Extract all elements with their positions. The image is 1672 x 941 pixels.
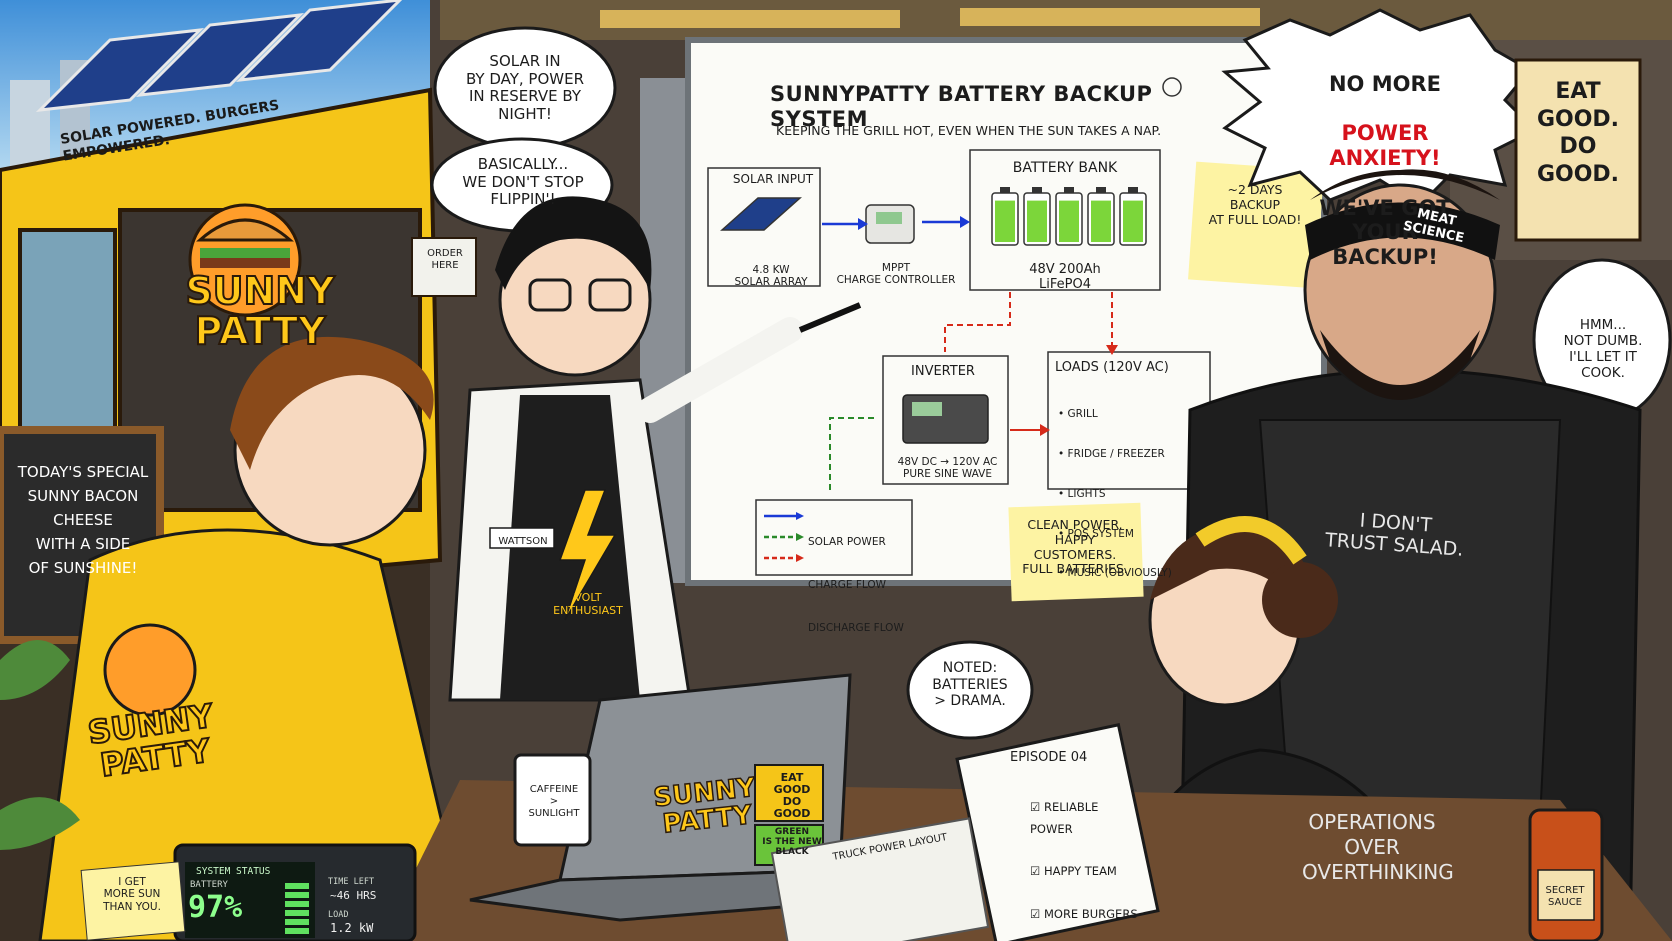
status-battery-bars (285, 883, 309, 934)
legend-lines (764, 512, 804, 562)
whiteboard-title: SUNNYPATTY BATTERY BACKUP SYSTEM (770, 82, 1153, 131)
legend: SOLAR POWER CHARGE FLOW DISCHARGE FLOW (808, 510, 938, 661)
battery-bank-label: BATTERY BANK (1012, 160, 1118, 176)
wattson-bubble-1-text: SOLAR IN BY DAY, POWER IN RESERVE BY NIG… (465, 52, 585, 124)
exclamation-burst (1221, 8, 1538, 207)
status-bar-segment (285, 928, 309, 934)
sauce-label: SECRET SAUCE (1545, 885, 1585, 908)
legend-item-charge: CHARGE FLOW (808, 578, 886, 591)
laptop-sticker-green: GREEN IS THE NEW BLACK (762, 827, 822, 857)
chalkboard-text: TODAY'S SPECIAL SUNNY BACON CHEESE WITH … (17, 463, 149, 577)
battery-cell-terminal (1096, 187, 1106, 193)
battery-cell-terminal (1128, 187, 1138, 193)
load-item: • MUSIC (OBVIOUSLY) (1058, 567, 1172, 580)
solar-input-label: SOLAR INPUT (732, 172, 814, 186)
noted-bubble-text: NOTED: BATTERIES > DRAMA. (932, 660, 1008, 710)
load-item: • FRIDGE / FREEZER (1058, 447, 1165, 460)
ops-shirt-text: OPERATIONS OVER OVERTHINKING (1302, 810, 1454, 884)
battery-caption: 48V 200Ah LiFePO4 (1029, 262, 1101, 293)
sticky-note-sun (80, 861, 186, 941)
sun-doodle-icon (1162, 77, 1182, 97)
status-bar-segment (285, 919, 309, 925)
battery-cell-terminal (1032, 187, 1042, 193)
load-item: • GRILL (1058, 407, 1098, 420)
battery-bank-box (969, 149, 1161, 291)
loads-label: LOADS (120V AC) (1055, 360, 1169, 375)
order-here-sign: ORDER HERE (427, 248, 463, 271)
sticky-backup-text: ~2 DAYS BACKUP AT FULL LOAD! (1208, 182, 1302, 227)
wall-sign (1514, 58, 1642, 242)
load-item: • POS SYSTEM (1058, 527, 1134, 540)
status-bar-segment (285, 892, 309, 898)
checklist-item: ☑ HAPPY TEAM (1030, 864, 1117, 879)
checklist-item: ☑ MORE BURGERS (1030, 906, 1138, 921)
legend-item-discharge: DISCHARGE FLOW (808, 621, 904, 634)
status-battery-pct: 97% (188, 890, 243, 925)
burst-line-2: WE'VE GOT YOUR BACKUP! (1319, 195, 1451, 270)
status-time-left: ~46 HRS (330, 889, 377, 902)
name-tag: WATTSON (498, 536, 548, 547)
status-load: 1.2 kW (330, 921, 374, 935)
battery-cell-terminal (1064, 187, 1074, 193)
solar-panel-icon (720, 197, 802, 231)
truck-solar-panels (35, 0, 403, 112)
chef-bubble-text: HMM... NOT DUMB. I'LL LET IT COOK. (1563, 317, 1643, 381)
mppt-caption: MPPT CHARGE CONTROLLER (836, 262, 956, 287)
battery-cells (991, 187, 1147, 246)
wattson-bubble-2-text: BASICALLY... WE DON'T STOP FLIPPIN'! (462, 155, 584, 209)
burst-line-red: POWER ANXIETY! (1329, 121, 1441, 171)
legend-arrowhead (796, 554, 804, 562)
inverter-box (882, 355, 1009, 485)
solar-array-caption: 4.8 kW SOLAR ARRAY (734, 264, 808, 289)
battery-cell-fill (1059, 200, 1079, 242)
status-bar-segment (285, 883, 309, 889)
notebook-title: EPISODE 04 (1010, 750, 1088, 765)
battery-cell-fill (1123, 200, 1143, 242)
notebook-checklist: ☑ RELIABLE POWER ☑ HAPPY TEAM ☑ MORE BUR… (1030, 776, 1140, 941)
status-load-label: LOAD (328, 910, 349, 920)
sticky-note-clean (1008, 502, 1144, 602)
speech-bubble-noted (906, 640, 1034, 740)
character-wattson (448, 196, 862, 702)
sticky-note-backup (1188, 161, 1324, 289)
burst-line-1: NO MORE (1328, 71, 1441, 96)
status-time-left-label: TIME LEFT (328, 877, 375, 887)
legend-item-solar: SOLAR POWER (808, 535, 886, 548)
sticky-clean-text: CLEAN POWER. HAPPY CUSTOMERS. FULL BATTE… (1022, 517, 1128, 577)
sun-note-text: I GET MORE SUN THAN YOU. (103, 876, 161, 913)
loads-list: • GRILL • FRIDGE / FREEZER • LIGHTS • PO… (1058, 385, 1218, 604)
shirt-text: VOLT ENTHUSIAST (553, 591, 623, 617)
status-bar-segment (285, 910, 309, 916)
status-title: SYSTEM STATUS (196, 866, 271, 877)
plant (0, 640, 70, 700)
notebook (955, 723, 1160, 941)
inverter-caption: 48V DC → 120V AC PURE SINE WAVE (897, 456, 998, 481)
inverter-label: INVERTER (911, 364, 975, 379)
wall-sign-text: EAT GOOD. DO GOOD. (1536, 79, 1620, 187)
checklist-item: ☑ RELIABLE POWER (1030, 800, 1099, 836)
load-item: • LIGHTS (1058, 487, 1106, 500)
truck-power-layout-paper (770, 817, 990, 941)
burst-text: NO MORE POWER ANXIETY! WE'VE GOT YOUR BA… (1290, 47, 1480, 295)
character-yellow-jacket-fan (38, 336, 472, 941)
battery-cell-fill (1027, 200, 1047, 242)
laptop-sticker-eat: EAT GOOD DO GOOD (773, 771, 811, 821)
battery-cell-terminal (1000, 187, 1010, 193)
legend-box (755, 499, 913, 576)
solar-input-box (707, 167, 821, 287)
battery-cell-fill (995, 200, 1015, 242)
status-bar-segment (285, 901, 309, 907)
truck-logo-text: SUNNY PATTY (184, 269, 335, 353)
battery-cell-fill (1091, 200, 1111, 242)
status-battery-label: BATTERY (190, 880, 228, 890)
legend-arrowhead (796, 512, 804, 520)
flow-arrows (822, 216, 1118, 490)
legend-arrowhead (796, 533, 804, 541)
whiteboard-subtitle: KEEPING THE GRILL HOT, EVEN WHEN THE SUN… (776, 123, 1162, 138)
coffee-mug (513, 753, 592, 847)
mug-text: CAFFEINE > SUNLIGHT (528, 784, 580, 819)
